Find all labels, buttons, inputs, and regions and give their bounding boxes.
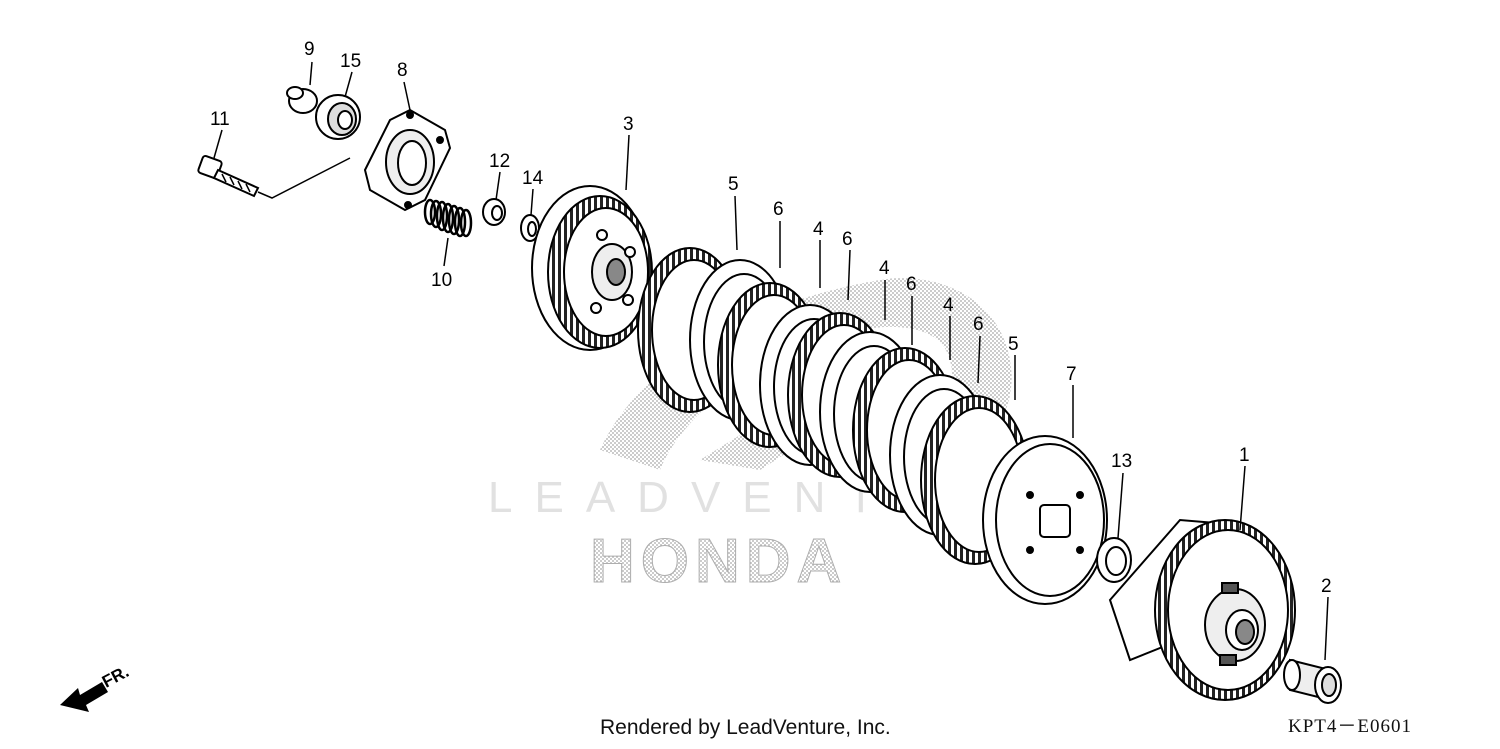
part-11-bolt — [197, 154, 351, 199]
part-3-clutch-center — [531, 185, 653, 351]
callout-1: 1 — [1239, 445, 1250, 466]
callout-15: 15 — [340, 51, 361, 72]
part-13-washer — [1096, 537, 1132, 583]
callout-7: 7 — [1066, 364, 1077, 385]
front-direction-indicator: FR. — [60, 662, 132, 712]
part-14-washer — [520, 214, 540, 242]
callout-3: 3 — [623, 114, 634, 135]
part-9-cap — [286, 86, 318, 114]
part-15-bearing — [315, 94, 361, 140]
part-2-collar — [1283, 658, 1342, 704]
part-10-spring — [423, 198, 473, 238]
callout-6c: 6 — [906, 274, 917, 295]
part-7-pressure-plate — [982, 435, 1108, 605]
front-arrow-icon — [60, 682, 108, 712]
callout-5b: 5 — [1008, 334, 1019, 355]
callout-numbers: 9 15 8 11 12 14 10 3 5 6 4 6 4 6 4 6 5 7… — [210, 39, 1332, 597]
callout-4a: 4 — [813, 219, 824, 240]
callout-4c: 4 — [943, 295, 954, 316]
callout-14: 14 — [522, 168, 544, 189]
footer-credit: Rendered by LeadVenture, Inc. — [600, 716, 891, 739]
callout-6b: 6 — [842, 229, 853, 250]
callout-11: 11 — [210, 109, 230, 130]
part-1-clutch-outer — [1108, 518, 1296, 701]
callout-9: 9 — [304, 39, 315, 60]
part-12-nut — [482, 198, 506, 226]
leader-lines — [213, 61, 1329, 661]
callout-6d: 6 — [973, 314, 984, 335]
watermark-brand: HONDA — [590, 527, 847, 596]
callout-4b: 4 — [879, 258, 890, 279]
callout-5a: 5 — [728, 174, 739, 195]
part-8-lifter-plate — [363, 108, 452, 212]
callout-12: 12 — [489, 151, 510, 172]
callout-13: 13 — [1111, 451, 1132, 472]
callout-10: 10 — [431, 270, 452, 291]
callout-8: 8 — [397, 60, 408, 81]
callout-6a: 6 — [773, 199, 784, 220]
diagram-code: KPT4－E0601 — [1288, 716, 1413, 737]
callout-2: 2 — [1321, 576, 1332, 597]
